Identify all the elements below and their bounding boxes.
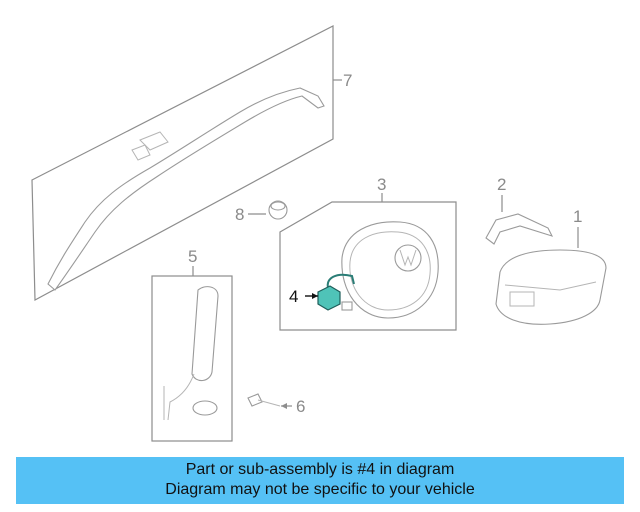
curtain-airbag — [47, 87, 325, 291]
airbag-seam — [504, 281, 597, 291]
callout-6[interactable]: 6 — [296, 397, 305, 416]
clip-group: 8 — [235, 200, 288, 224]
harness-wire — [326, 273, 355, 289]
steering-wheel-airbag — [341, 221, 439, 319]
curtain-bracket — [139, 131, 169, 151]
driver-airbag-box — [279, 201, 457, 331]
driver-airbag-group: 3 4 — [279, 175, 457, 331]
side-airbag-box — [151, 275, 233, 442]
harness-connector — [341, 301, 353, 311]
callout-4[interactable]: 4 — [289, 287, 298, 306]
callout-arrow-6 — [281, 403, 287, 409]
side-airbag-clamp — [192, 400, 218, 416]
bracket-group: 2 — [485, 175, 554, 245]
banner-line-1: Part or sub-assembly is #4 in diagram — [185, 461, 455, 478]
info-banner: Part or sub-assembly is #4 in diagram Di… — [16, 457, 624, 504]
curtain-clip — [131, 144, 151, 161]
passenger-airbag-module — [495, 249, 607, 325]
callout-arrow-4 — [312, 293, 318, 299]
curtain-airbag-group: 7 — [31, 25, 352, 301]
side-airbag-group: 5 — [151, 247, 233, 442]
callout-8[interactable]: 8 — [235, 205, 244, 224]
clip-head — [270, 201, 286, 211]
banner-line-2: Diagram may not be specific to your vehi… — [165, 481, 475, 498]
wire-harness-highlight — [317, 285, 341, 311]
curtain-airbag-panel — [31, 25, 334, 301]
callout-2[interactable]: 2 — [497, 175, 506, 194]
passenger-airbag-group: 1 — [495, 207, 607, 325]
airbag-bracket — [485, 213, 554, 245]
airbag-cover-edge — [349, 231, 431, 311]
vw-logo-mark — [399, 249, 417, 267]
callout-7[interactable]: 7 — [343, 71, 352, 90]
bolt-head — [247, 393, 263, 407]
bolt-group: 6 — [247, 393, 305, 416]
callout-5[interactable]: 5 — [188, 247, 197, 266]
airbag-mount — [509, 291, 535, 307]
side-airbag — [191, 286, 219, 382]
bolt-shank — [257, 399, 281, 407]
callout-3[interactable]: 3 — [377, 175, 386, 194]
callout-1[interactable]: 1 — [573, 207, 582, 226]
side-airbag-wire — [167, 373, 195, 421]
parts-diagram: 7 8 3 4 2 1 — [31, 25, 607, 442]
